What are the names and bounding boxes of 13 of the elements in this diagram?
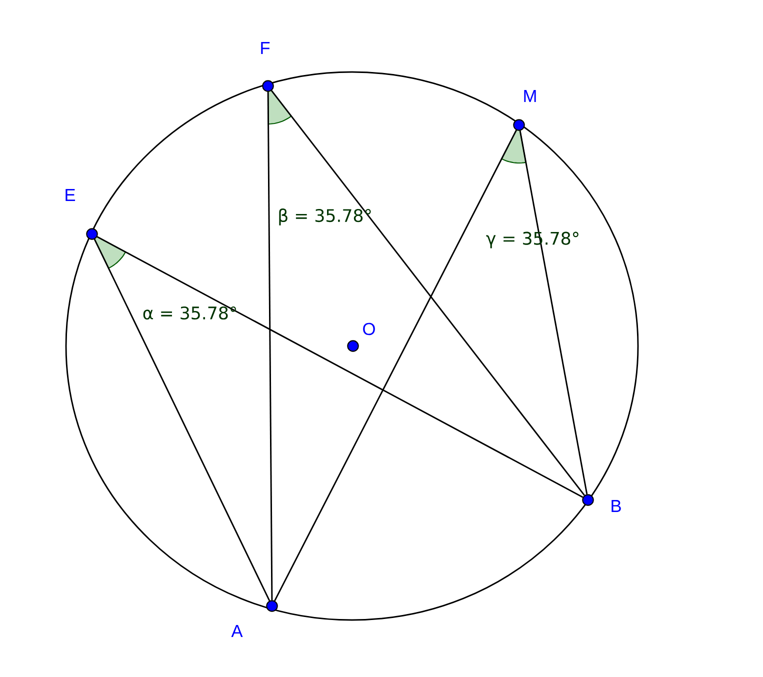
- line-segment: [271, 90, 585, 496]
- point-label: B: [612, 500, 621, 512]
- point-label: M: [524, 90, 536, 102]
- point-label: A: [231, 625, 243, 637]
- angle-label: α = 35.78°: [143, 306, 236, 320]
- point-label: O: [363, 322, 375, 336]
- line-segment: [94, 238, 270, 602]
- line-segment: [96, 236, 584, 498]
- point-label: E: [66, 189, 76, 201]
- line-segment: [519, 130, 588, 494]
- line-segment: [274, 130, 517, 602]
- line-segment: [267, 92, 273, 600]
- point-label: F: [261, 42, 270, 54]
